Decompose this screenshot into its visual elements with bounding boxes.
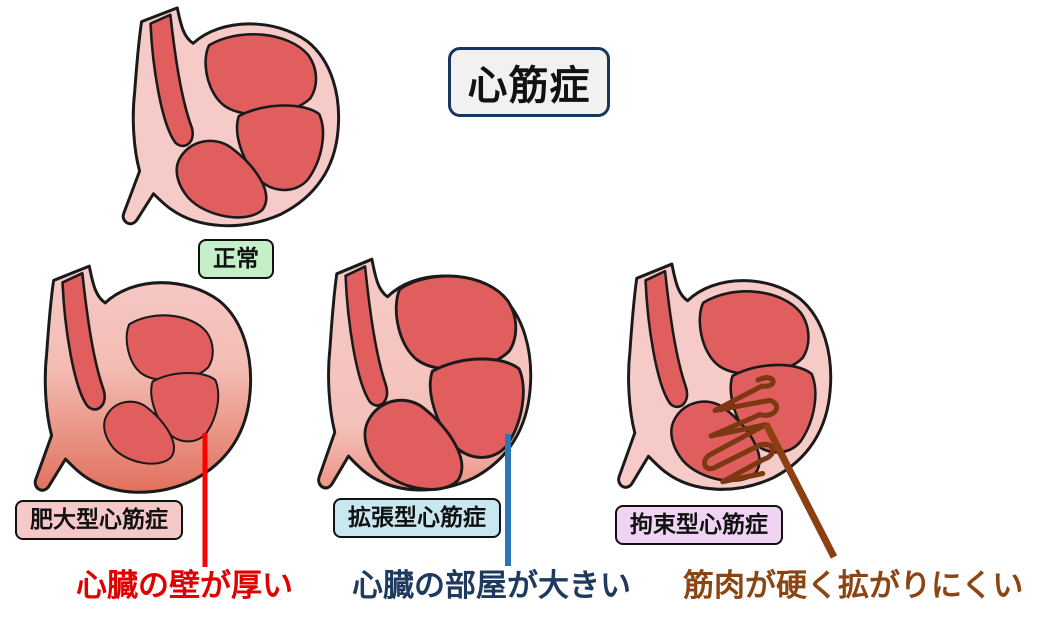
heart-hypertrophic-svg: [33, 264, 253, 494]
heart-dilated-illustration: [284, 253, 538, 503]
label-hypertrophic: 肥大型心筋症: [15, 500, 183, 540]
label-restrictive-text: 拘束型心筋症: [630, 511, 768, 537]
label-normal-text: 正常: [213, 245, 259, 271]
label-dilated: 拡張型心筋症: [333, 498, 501, 538]
annotation-dilated: 心臓の部屋が大きい: [352, 568, 631, 603]
heart-normal-illustration: [88, 2, 346, 238]
label-dilated-text: 拡張型心筋症: [348, 504, 486, 530]
diagram-title: 心筋症: [467, 64, 591, 108]
label-restrictive: 拘束型心筋症: [615, 505, 783, 545]
heart-dilated-svg: [317, 257, 533, 492]
label-normal: 正常: [198, 239, 274, 279]
heart-hypertrophic-illustration: [0, 260, 258, 505]
label-hypertrophic-text: 肥大型心筋症: [30, 506, 168, 532]
heart-restrictive-svg: [617, 262, 833, 491]
heart-normal-svg: [121, 6, 341, 228]
annotation-hypertrophic: 心臓の壁が厚い: [76, 568, 293, 603]
diagram-title-box: 心筋症: [448, 47, 610, 117]
annotation-restrictive: 筋肉が硬く拡がりにくい: [683, 568, 1024, 603]
heart-restrictive-illustration: [584, 258, 838, 502]
